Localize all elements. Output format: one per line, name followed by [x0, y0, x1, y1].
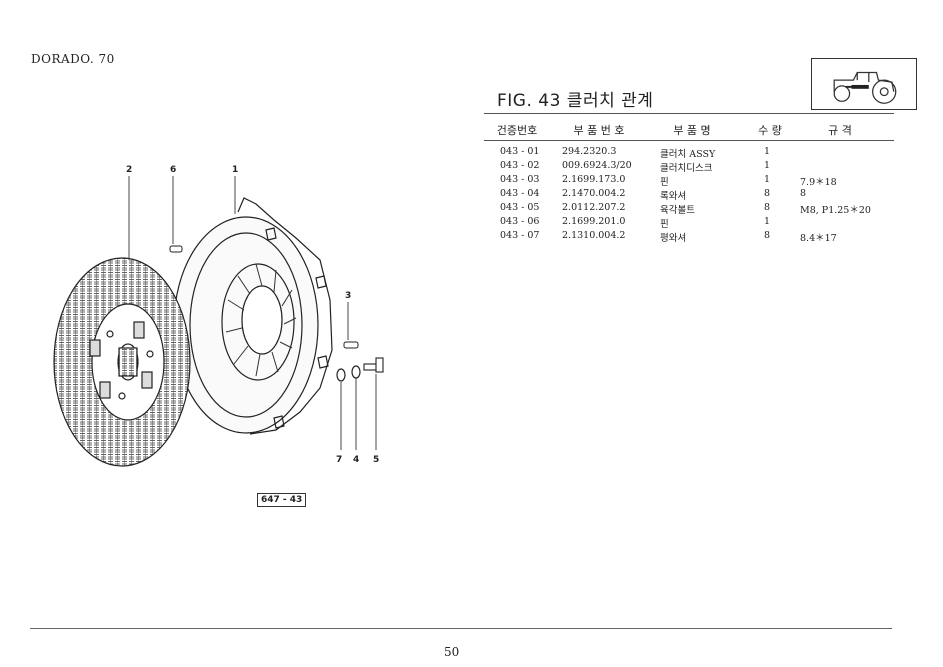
- table-row: 043 - 07 2.1310.004.2 평와셔 8 8.4＊17: [484, 230, 894, 244]
- row-quantity: 1: [764, 216, 771, 227]
- row-part-name: 육각볼트: [660, 205, 695, 216]
- tractor-logo-box: [811, 58, 917, 110]
- column-header-quantity: 수 량: [758, 124, 782, 137]
- callout-4: 4: [353, 455, 359, 465]
- figure-reference-label: 647 - 43: [257, 493, 307, 507]
- table-row: 043 - 02 009.6924.3/20 클러치디스크 1: [484, 160, 894, 174]
- callout-6: 6: [170, 165, 176, 175]
- row-part-name: 록와셔: [660, 191, 687, 202]
- parts-table-body: 043 - 01 294.2320.3 클러치 ASSY 1 043 - 02 …: [484, 146, 894, 244]
- row-code: 043 - 07: [500, 230, 540, 241]
- hex-bolt-5: [363, 357, 384, 373]
- row-quantity: 1: [764, 160, 771, 171]
- clutch-disc: [53, 257, 191, 467]
- clutch-exploded-diagram: 2 6 1 3 7 4 5: [53, 165, 384, 467]
- row-part-number: 009.6924.3/20: [562, 160, 632, 171]
- callout-1: 1: [232, 165, 238, 175]
- row-part-name: 핀: [660, 219, 669, 230]
- table-row: 043 - 04 2.1470.004.2 록와셔 8 8: [484, 188, 894, 202]
- row-code: 043 - 01: [500, 146, 540, 157]
- figure-title: FIG. 43 클러치 관계: [497, 91, 654, 111]
- row-code: 043 - 04: [500, 188, 540, 199]
- table-row: 043 - 06 2.1699.201.0 핀 1: [484, 216, 894, 230]
- row-spec: 8: [800, 188, 807, 199]
- flat-washer-7: [336, 368, 346, 382]
- callout-7: 7: [336, 455, 342, 465]
- footer-rule: [30, 628, 892, 629]
- row-quantity: 1: [764, 174, 771, 185]
- callout-2: 2: [126, 165, 132, 175]
- callout-3: 3: [345, 291, 351, 301]
- table-row: 043 - 05 2.0112.207.2 육각볼트 8 M8, P1.25＊2…: [484, 202, 894, 216]
- row-spec: 8.4＊17: [800, 233, 837, 244]
- column-header-part-name: 부 품 명: [673, 124, 711, 137]
- row-part-number: 2.1470.004.2: [562, 188, 626, 199]
- table-row: 043 - 03 2.1699.173.0 핀 1 7.9＊18: [484, 174, 894, 188]
- row-part-name: 핀: [660, 177, 669, 188]
- row-code: 043 - 06: [500, 216, 540, 227]
- callout-5: 5: [373, 455, 379, 465]
- row-part-number: 2.1699.201.0: [562, 216, 626, 227]
- column-header-part-number: 부 품 번 호: [573, 124, 625, 137]
- parts-table-header: 건증번호 부 품 번 호 부 품 명 수 량 규 격: [484, 120, 894, 141]
- pin-6: [169, 245, 183, 253]
- row-spec: M8, P1.25＊20: [800, 205, 871, 216]
- row-part-name: 클러치디스크: [660, 163, 713, 174]
- table-top-rule: [484, 113, 894, 114]
- row-quantity: 8: [764, 188, 771, 199]
- table-row: 043 - 01 294.2320.3 클러치 ASSY 1: [484, 146, 894, 160]
- row-part-number: 294.2320.3: [562, 146, 617, 157]
- page-number: 50: [444, 645, 460, 659]
- model-name: DORADO. 70: [31, 52, 115, 66]
- row-code: 043 - 02: [500, 160, 540, 171]
- row-quantity: 8: [764, 230, 771, 241]
- lock-washer-4: [351, 365, 361, 379]
- row-part-number: 2.1699.173.0: [562, 174, 626, 185]
- row-part-name: 클러치 ASSY: [660, 149, 716, 160]
- row-spec: 7.9＊18: [800, 177, 837, 188]
- row-quantity: 8: [764, 202, 771, 213]
- tractor-icon: [833, 71, 897, 104]
- column-header-spec: 규 격: [828, 124, 852, 137]
- row-part-name: 평와셔: [660, 233, 687, 244]
- row-part-number: 2.0112.207.2: [562, 202, 626, 213]
- row-code: 043 - 05: [500, 202, 540, 213]
- row-code: 043 - 03: [500, 174, 540, 185]
- row-part-number: 2.1310.004.2: [562, 230, 626, 241]
- pin-3: [343, 341, 359, 349]
- leader-lines: [128, 176, 377, 450]
- row-quantity: 1: [764, 146, 771, 157]
- column-header-code: 건증번호: [496, 124, 538, 137]
- pressure-plate: [173, 197, 333, 435]
